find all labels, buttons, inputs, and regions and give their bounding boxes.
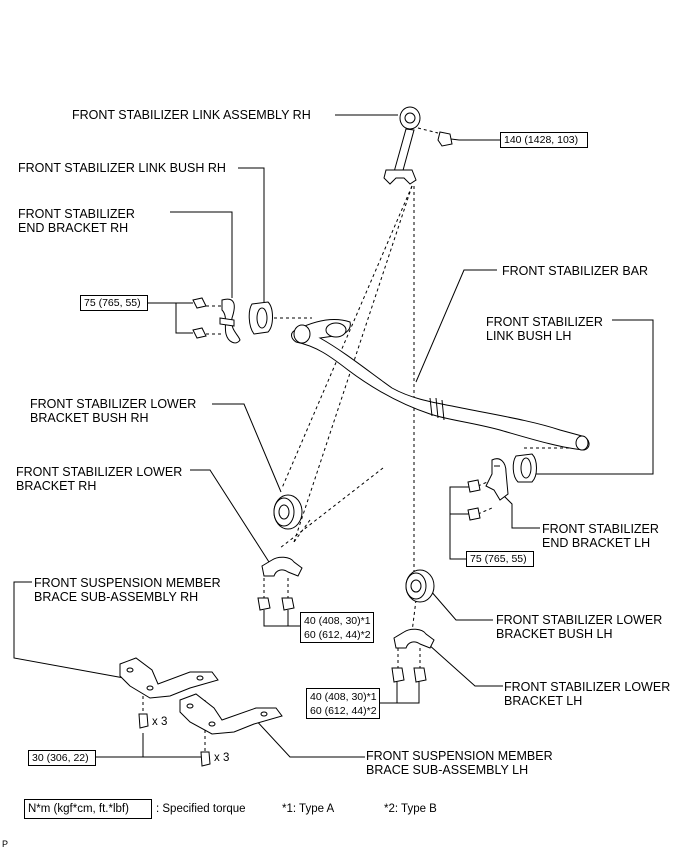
label-line: FRONT SUSPENSION MEMBER [366, 749, 553, 763]
bolts-lower-bracket-rh [257, 597, 295, 611]
torque-end-bracket-rh: 75 (765, 55) [80, 295, 148, 311]
torque-type-b: 60 (612, 44)*2 [304, 629, 371, 641]
torque-lower-bracket-lh: 40 (408, 30)*1 60 (612, 44)*2 [306, 688, 380, 719]
legend-unit-desc: : Specified torque [156, 803, 246, 815]
lower-bracket-bush-lh [405, 569, 435, 603]
label-line: END BRACKET LH [542, 536, 651, 550]
lower-bracket-bush-rh [273, 494, 303, 530]
link-nut-rh [437, 131, 460, 147]
label-link-assembly-rh: FRONT STABILIZER LINK ASSEMBLY RH [72, 108, 311, 122]
label-line: END BRACKET RH [18, 221, 129, 235]
lower-bracket-rh [261, 556, 303, 577]
torque-end-bracket-lh: 75 (765, 55) [466, 551, 534, 567]
member-brace-lh [179, 693, 283, 735]
leader-lines [13, 114, 654, 758]
label-lower-bracket-lh: FRONT STABILIZER LOWER BRACKET LH [504, 680, 670, 708]
legend-type-a: *1: Type A [282, 803, 335, 815]
torque-lower-bracket-rh: 40 (408, 30)*1 60 (612, 44)*2 [300, 612, 374, 643]
label-link-bush-lh: FRONT STABILIZER LINK BUSH LH [486, 315, 603, 343]
label-line: BRACKET LH [504, 694, 583, 708]
label-lower-bracket-rh: FRONT STABILIZER LOWER BRACKET RH [16, 465, 182, 493]
end-bracket-rh [219, 298, 241, 344]
label-line: BRACKET BUSH RH [30, 411, 149, 425]
label-line: FRONT STABILIZER LOWER [496, 613, 663, 627]
label-line: FRONT STABILIZER LOWER [16, 465, 183, 479]
link-bush-rh [248, 301, 273, 335]
label-line: BRACKET RH [16, 479, 97, 493]
torque-type-b: 60 (612, 44)*2 [310, 705, 377, 717]
end-bracket-lh [485, 458, 509, 501]
alignment-dashed-lines [142, 127, 586, 752]
torque-member-brace: 30 (306, 22) [28, 750, 96, 766]
label-line: FRONT STABILIZER [18, 207, 135, 221]
bolts-member-brace [138, 713, 211, 767]
corner-mark: P [2, 839, 9, 849]
legend-type-b: *2: Type B [384, 803, 437, 815]
label-line: BRACKET BUSH LH [496, 627, 613, 641]
member-brace-rh [119, 657, 219, 699]
torque-link-nut: 140 (1428, 103) [500, 132, 588, 148]
bolts-end-bracket-rh [192, 297, 207, 339]
label-line: FRONT STABILIZER [486, 315, 603, 329]
label-end-bracket-lh: FRONT STABILIZER END BRACKET LH [542, 522, 659, 550]
label-line: BRACE SUB-ASSEMBLY LH [366, 763, 529, 777]
label-line: LINK BUSH LH [486, 329, 572, 343]
label-line: FRONT STABILIZER [542, 522, 659, 536]
quantity-brace-upper: x 3 [152, 716, 168, 728]
quantity-brace-lower: x 3 [214, 752, 230, 764]
lower-bracket-lh [393, 628, 435, 649]
label-end-bracket-rh: FRONT STABILIZER END BRACKET RH [18, 207, 135, 235]
label-member-brace-rh: FRONT SUSPENSION MEMBER BRACE SUB-ASSEMB… [34, 576, 221, 604]
link-assembly-rh [383, 106, 421, 185]
stabilizer-bar [291, 319, 590, 451]
link-bush-lh [512, 453, 537, 483]
legend-unit-box: N*m (kgf*cm, ft.*lbf) [24, 799, 152, 819]
label-member-brace-lh: FRONT SUSPENSION MEMBER BRACE SUB-ASSEMB… [366, 749, 553, 777]
label-line: BRACE SUB-ASSEMBLY RH [34, 590, 199, 604]
label-stabilizer-bar: FRONT STABILIZER BAR [502, 264, 649, 278]
label-lower-bracket-bush-rh: FRONT STABILIZER LOWER BRACKET BUSH RH [30, 397, 196, 425]
label-line: FRONT STABILIZER LOWER [504, 680, 671, 694]
torque-type-a: 40 (408, 30)*1 [304, 615, 371, 627]
bolts-lower-bracket-lh [391, 667, 427, 683]
label-line: FRONT SUSPENSION MEMBER [34, 576, 221, 590]
label-link-bush-rh: FRONT STABILIZER LINK BUSH RH [18, 161, 226, 175]
bolts-end-bracket-lh [467, 479, 481, 521]
torque-type-a: 40 (408, 30)*1 [310, 691, 377, 703]
label-line: FRONT STABILIZER LOWER [30, 397, 197, 411]
label-lower-bracket-bush-lh: FRONT STABILIZER LOWER BRACKET BUSH LH [496, 613, 662, 641]
